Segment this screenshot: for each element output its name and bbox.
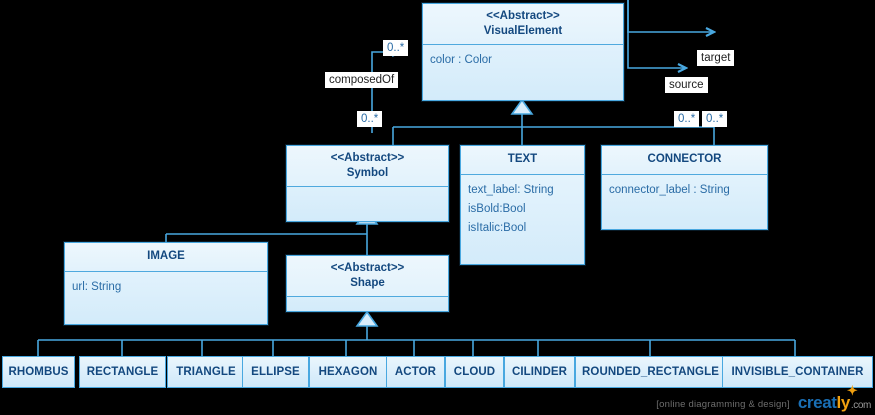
multiplicity-composedof-bottom[interactable]: 0..* [357,111,383,127]
class-box-rectangle[interactable]: RECTANGLE [79,356,166,388]
class-name-visualelement: VisualElement [483,25,563,37]
role-label-source[interactable]: source [665,77,708,93]
multiplicity-composedof-top[interactable]: 0..* [383,40,409,56]
line-source [627,0,686,68]
class-box-image[interactable]: IMAGE url: String [64,242,268,325]
role-label-target[interactable]: target [697,50,735,66]
star-burst-icon: ✦ [846,383,858,398]
attribute-url: url: String [72,281,122,293]
class-box-visualelement[interactable]: <<Abstract>> VisualElement color : Color [422,3,624,101]
logo-text-second: ly [836,393,851,412]
generalization-triangle-shape [355,310,379,327]
class-header-shape: <<Abstract>> Shape [287,256,448,297]
class-box-rounded-rectangle[interactable]: ROUNDED_RECTANGLE [575,356,726,388]
class-name-text: TEXT [507,153,538,165]
attribute-isitalic: isItalic:Bool [468,222,527,234]
class-box-symbol[interactable]: <<Abstract>> Symbol [286,145,449,222]
logo-text-tld: .com [850,400,871,411]
class-header-connector: CONNECTOR [602,146,767,175]
logo-text-first: creat [797,393,837,412]
class-name-connector: CONNECTOR [647,153,722,165]
class-box-actor[interactable]: ACTOR [386,356,445,388]
class-attributes-shape [287,297,448,307]
attribute-color: color : Color [430,54,492,66]
creately-watermark: [online diagramming & design] ✦ creat ly… [656,384,872,413]
class-box-connector[interactable]: CONNECTOR connector_label : String [601,145,768,230]
class-attributes-text: text_label: String isBold:Bool isItalic:… [461,175,584,242]
multiplicity-source[interactable]: 0..* [674,111,700,127]
class-box-text[interactable]: TEXT text_label: String isBold:Bool isIt… [460,145,585,265]
class-attributes-visualelement: color : Color [423,45,623,74]
attribute-text-label: text_label: String [468,184,554,196]
class-attributes-connector: connector_label : String [602,175,767,204]
class-box-triangle[interactable]: TRIANGLE [167,356,245,388]
class-stereotype-symbol: <<Abstract>> [330,152,405,164]
role-label-composedof[interactable]: composedOf [325,72,399,88]
class-box-hexagon[interactable]: HEXAGON [309,356,387,388]
class-attributes-symbol [287,187,448,197]
class-header-text: TEXT [461,146,584,175]
class-name-symbol: Symbol [346,167,389,179]
class-attributes-image: url: String [65,272,267,301]
class-box-shape[interactable]: <<Abstract>> Shape [286,255,449,312]
class-stereotype-shape: <<Abstract>> [330,262,405,274]
class-name-image: IMAGE [147,250,185,262]
multiplicity-target[interactable]: 0..* [702,111,728,127]
generalization-triangle-visualelement [510,98,534,115]
class-box-invisible-container[interactable]: INVISIBLE_CONTAINER [722,356,873,388]
class-header-visualelement: <<Abstract>> VisualElement [423,4,623,45]
class-header-image: IMAGE [65,243,267,272]
attribute-connector-label: connector_label : String [609,184,730,196]
class-name-shape: Shape [350,277,385,289]
class-stereotype-visualelement: <<Abstract>> [486,10,560,22]
creately-logo: ✦ creat ly .com [797,384,872,413]
class-box-rhombus[interactable]: RHOMBUS [2,356,75,388]
class-box-ellipse[interactable]: ELLIPSE [242,356,309,388]
class-header-symbol: <<Abstract>> Symbol [287,146,448,187]
class-box-cilinder[interactable]: CILINDER [504,356,575,388]
watermark-tagline: [online diagramming & design] [656,399,790,410]
class-box-cloud[interactable]: CLOUD [445,356,504,388]
line-target [627,0,714,32]
attribute-isbold: isBold:Bool [468,203,526,215]
